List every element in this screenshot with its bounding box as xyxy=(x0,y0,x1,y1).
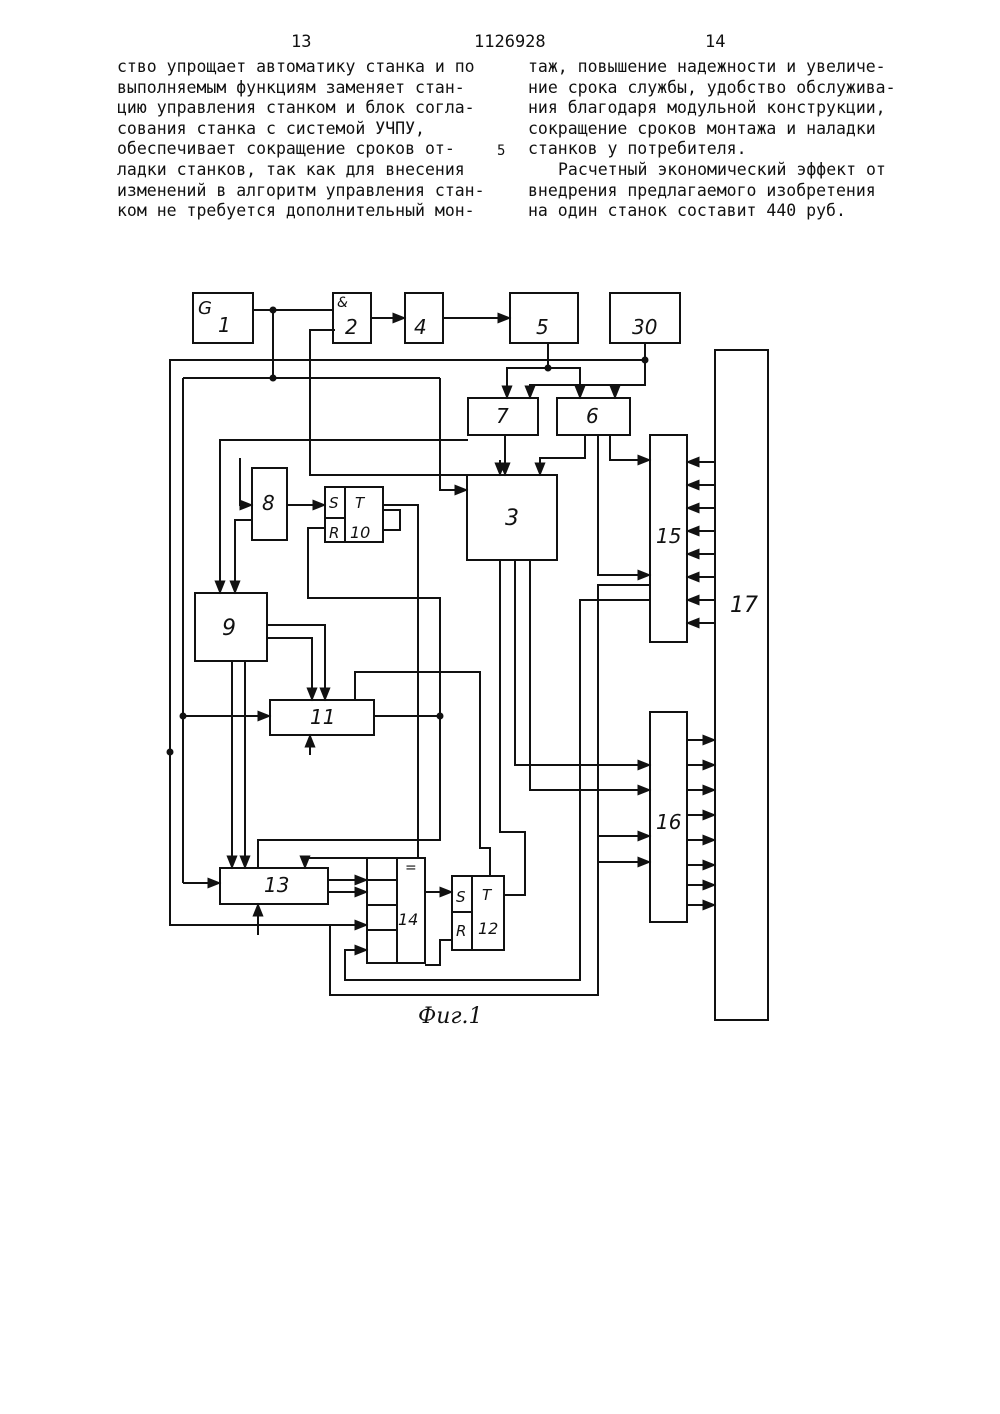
trigger-12-label: 12 xyxy=(478,919,498,938)
connection-line xyxy=(598,435,650,575)
trigger-12-t: T xyxy=(482,886,493,904)
trigger-12-s: S xyxy=(456,888,466,906)
block-17-label: 17 xyxy=(730,593,758,618)
figure-caption: Фиг.1 xyxy=(418,1004,483,1029)
connection-line xyxy=(310,330,500,475)
connection-line xyxy=(610,435,650,460)
trigger-10-r: R xyxy=(329,524,339,542)
block-16-label: 16 xyxy=(656,810,681,834)
connection-line xyxy=(235,520,252,593)
block-13-label: 13 xyxy=(264,873,289,897)
connection-line xyxy=(515,560,650,765)
comparator-14-label: 14 xyxy=(398,910,418,929)
connection-line xyxy=(548,368,580,398)
block-9-label: 9 xyxy=(222,616,236,641)
block-1-label: 1 xyxy=(218,313,231,337)
junction-dot xyxy=(270,375,277,382)
connection-line xyxy=(355,672,490,876)
connection-line xyxy=(500,560,525,895)
block-2-label: 2 xyxy=(345,315,358,339)
trigger-10-s: S xyxy=(329,494,339,512)
junction-dot xyxy=(167,749,174,756)
comparator-14-sign: = xyxy=(405,860,417,876)
connection-line xyxy=(507,343,548,398)
trigger-12-r: R xyxy=(456,922,466,940)
junction-dot xyxy=(180,713,187,720)
junction-dot xyxy=(437,713,444,720)
block-30-label: 30 xyxy=(632,315,657,339)
junction-dot xyxy=(545,365,552,372)
connection-line xyxy=(530,560,650,790)
block-4-label: 4 xyxy=(414,315,427,339)
connection-line xyxy=(258,716,440,868)
block-6-label: 6 xyxy=(586,404,599,428)
connection-line xyxy=(308,528,440,716)
junction-dot xyxy=(642,357,649,364)
connection-line xyxy=(240,458,252,505)
junction-dot xyxy=(270,307,277,314)
connection-line xyxy=(383,510,400,530)
block-1-glyph: G xyxy=(198,298,212,319)
block-15-label: 15 xyxy=(656,524,681,548)
connection-line xyxy=(615,385,645,398)
connection-line xyxy=(425,940,452,965)
connection-line xyxy=(267,638,312,700)
block-5-label: 5 xyxy=(536,315,549,339)
connection-line xyxy=(305,505,418,868)
trigger-10-t: T xyxy=(355,494,366,512)
block-3-label: 3 xyxy=(505,506,519,531)
block-17 xyxy=(715,350,768,1020)
connection-line xyxy=(598,585,650,862)
block-8-label: 8 xyxy=(262,491,275,515)
block-2-glyph: & xyxy=(337,295,348,311)
trigger-10-label: 10 xyxy=(350,523,370,542)
block-11-label: 11 xyxy=(310,705,335,729)
connection-line xyxy=(540,435,585,475)
connection-line xyxy=(440,440,467,490)
connection-line xyxy=(267,625,325,700)
block-7-label: 7 xyxy=(496,404,509,428)
